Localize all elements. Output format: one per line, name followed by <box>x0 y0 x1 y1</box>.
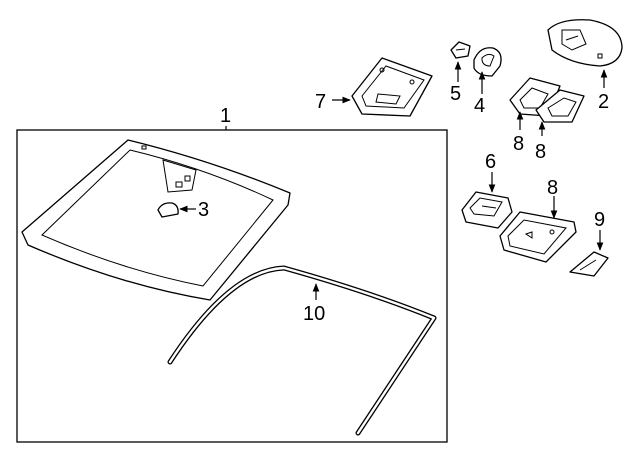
mounting-clip <box>450 41 471 59</box>
callout-6: 6 <box>485 151 496 173</box>
windshield-group-box <box>16 129 448 443</box>
rear-view-mirror <box>547 19 623 67</box>
lamp-assembly <box>473 47 502 77</box>
overhead-console-base <box>351 57 433 117</box>
wire-cover <box>569 251 609 277</box>
sensor-bracket <box>461 191 513 229</box>
lower-mirror-cover <box>499 211 577 263</box>
windshield-glass <box>21 139 291 301</box>
callout-8a: 8 <box>513 133 524 155</box>
upper-mirror-covers <box>509 77 585 123</box>
sensor-pad <box>157 202 179 218</box>
callout-4: 4 <box>474 95 485 117</box>
callout-9: 9 <box>594 209 605 231</box>
callout-10: 10 <box>303 303 325 325</box>
callout-2: 2 <box>598 91 609 113</box>
windshield-molding <box>167 265 437 436</box>
callout-7: 7 <box>315 91 326 113</box>
callout-5: 5 <box>450 83 461 105</box>
callout-8b: 8 <box>535 141 546 163</box>
callout-8c: 8 <box>547 177 558 199</box>
callout-1: 1 <box>220 105 231 127</box>
callout-3: 3 <box>198 199 209 221</box>
